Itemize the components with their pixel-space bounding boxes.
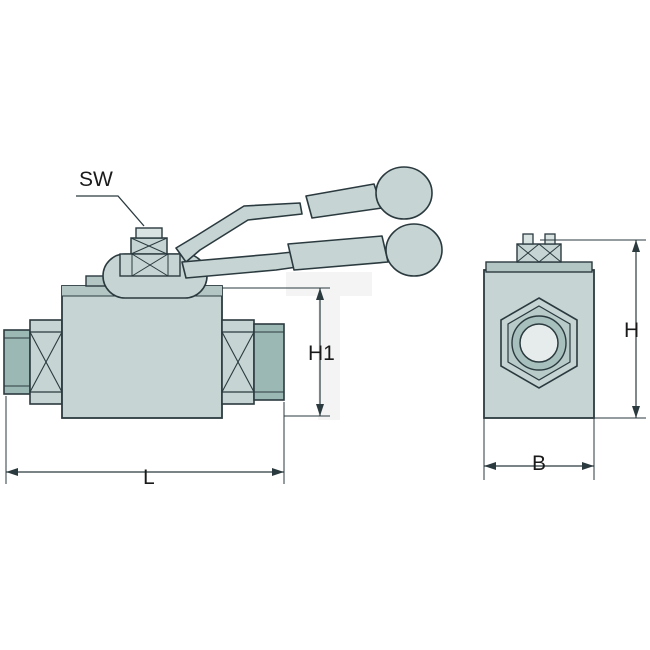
dimension-h1 (222, 287, 330, 417)
label-h: H (624, 319, 639, 342)
sw-leader-line (76, 195, 145, 227)
bore-inner (519, 323, 559, 363)
label-h1: H1 (308, 342, 335, 365)
lever-upper (175, 166, 433, 263)
watermark (286, 272, 372, 420)
lever-lower (181, 223, 443, 279)
side-view (3, 166, 443, 484)
right-port (221, 319, 285, 405)
end-view-cover (485, 261, 593, 273)
dimension-l (5, 396, 285, 484)
dimension-b (483, 402, 595, 480)
left-port (3, 319, 63, 405)
end-view-stem-nut (516, 233, 562, 263)
label-l: L (143, 466, 155, 489)
label-b: B (532, 452, 546, 475)
end-view (483, 233, 646, 480)
dimension-h (540, 239, 646, 419)
label-sw: SW (79, 168, 113, 191)
valve-body (61, 275, 223, 419)
